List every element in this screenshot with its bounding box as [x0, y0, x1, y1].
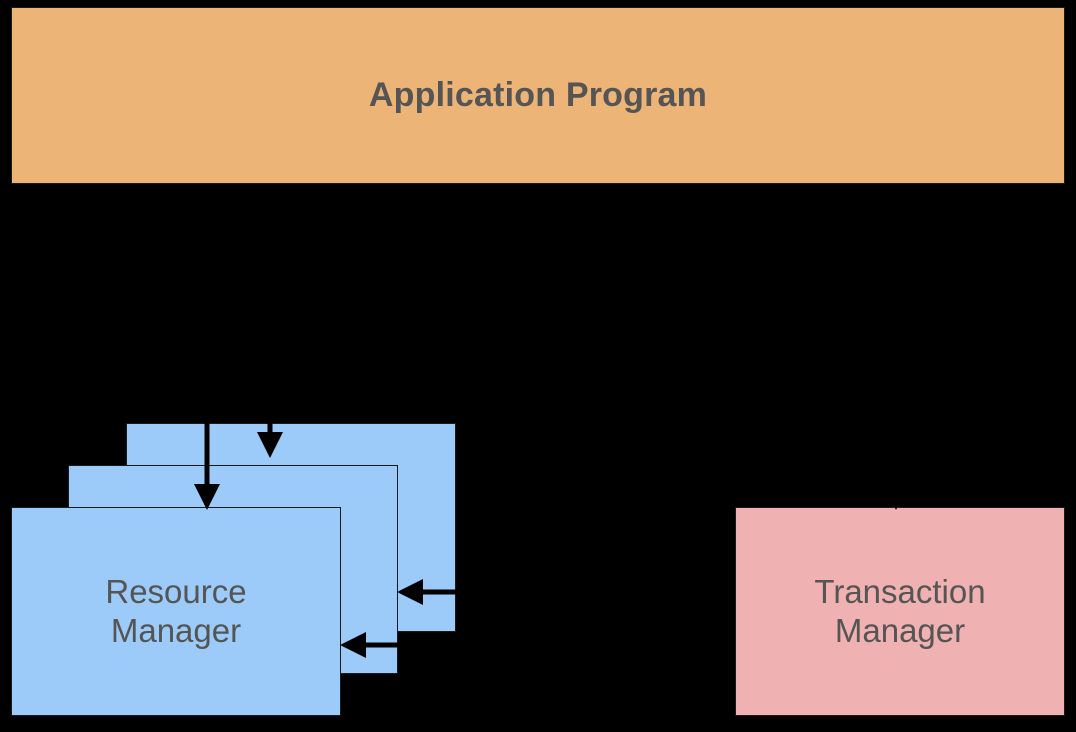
application-program-label: Application Program — [368, 76, 708, 115]
resource-manager-front-label: Resource Manager — [105, 572, 247, 649]
connector-txn-to-rm-front-icon — [340, 632, 735, 658]
node-transaction-manager[interactable]: Transaction Manager — [735, 507, 1065, 716]
connector-app-to-rm-middle-icon — [257, 184, 283, 458]
connector-app-to-txn-manager-icon — [883, 184, 909, 510]
node-application-program[interactable]: Application Program — [11, 7, 1065, 184]
transaction-manager-label: Transaction Manager — [814, 572, 986, 649]
node-resource-manager-front[interactable]: Resource Manager — [11, 507, 341, 716]
